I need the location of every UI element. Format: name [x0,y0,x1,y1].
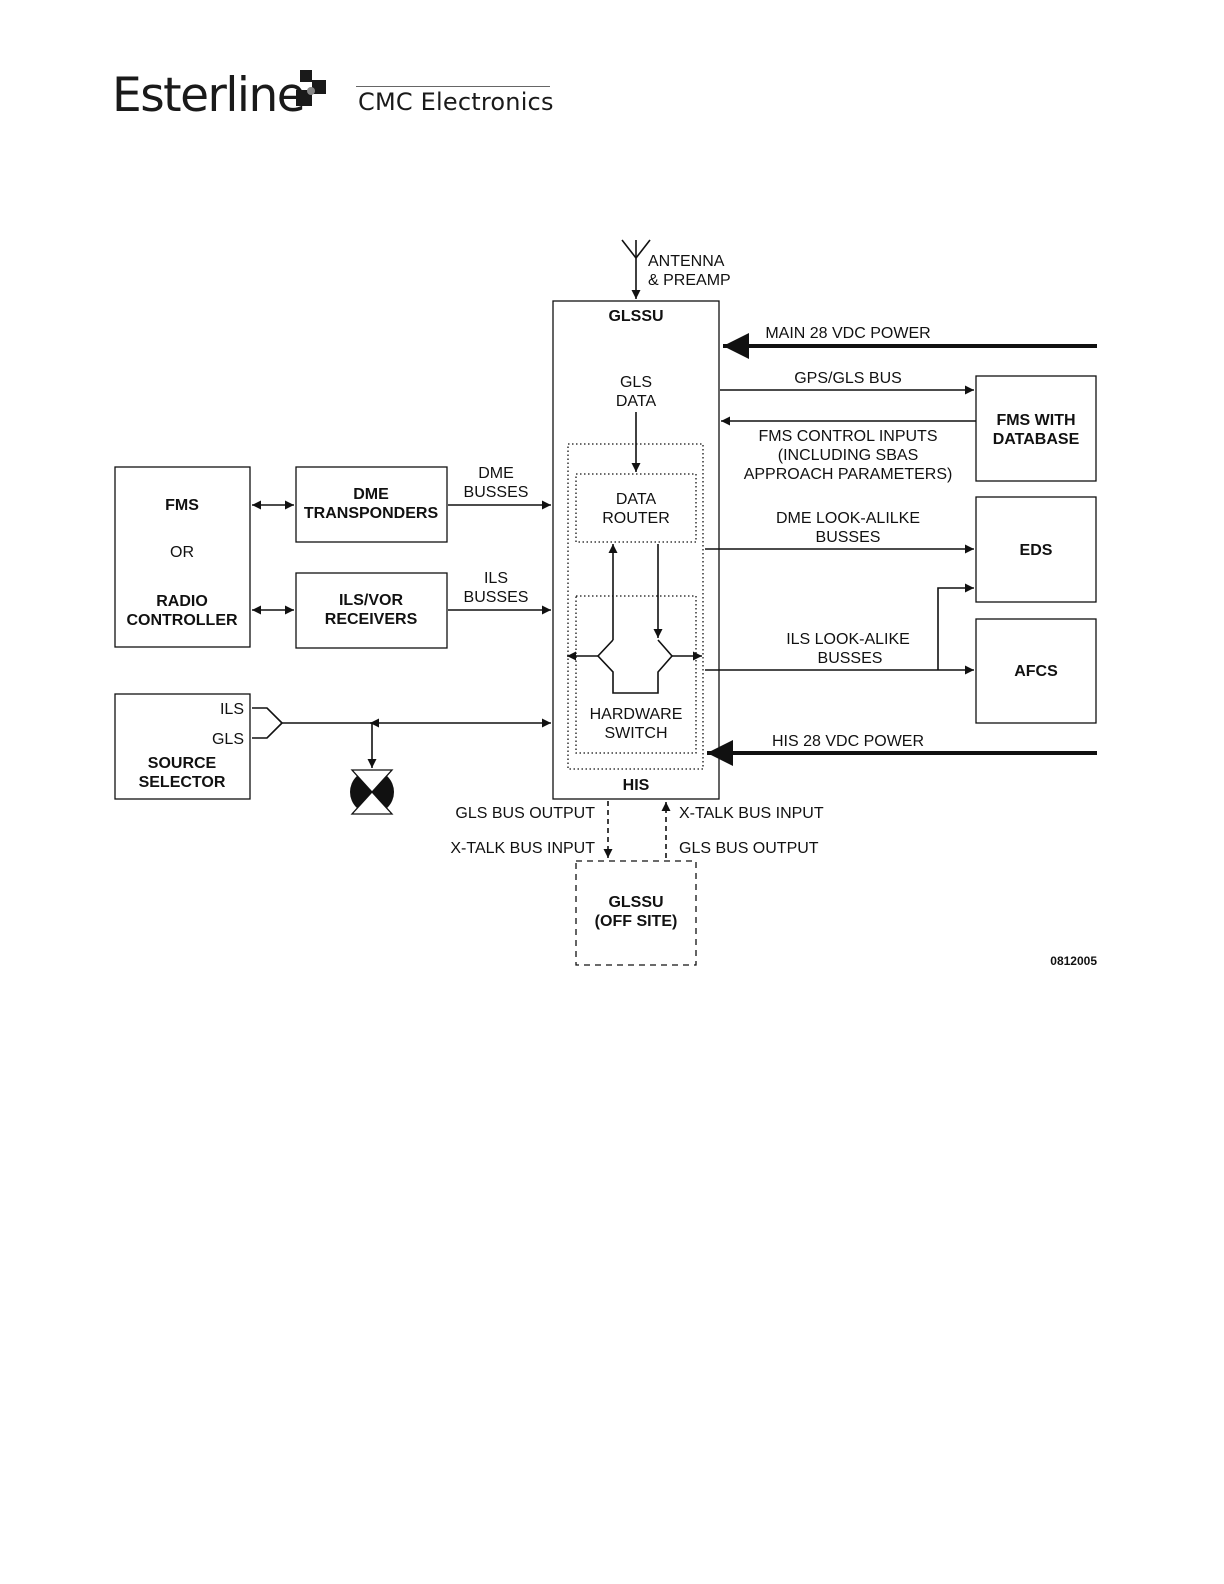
fms-database-box [975,375,1097,482]
esterline-logo: Esterline [112,68,306,123]
glssu-offsite-label-1: GLSSU [608,894,663,911]
antenna-icon [621,239,651,299]
data-router-label-2: ROUTER [602,510,670,527]
dme-transponders-box [295,466,448,543]
eds-label: EDS [1020,542,1053,559]
gls-data-label-2: DATA [616,393,657,410]
hardware-switch-label-1: HARDWARE [590,706,683,723]
antenna-label-2: & PREAMP [648,272,731,289]
source-ils-line [252,707,283,724]
glssu-box [552,300,720,800]
switch-left-path [596,639,674,694]
cmc-electronics-logo: CMC Electronics [358,88,554,116]
main-power-label: MAIN 28 VDC POWER [765,325,930,342]
gls-bus-output-right-label: GLS BUS OUTPUT [679,840,819,857]
fms-radio-controller-box [114,466,251,648]
controller-label: CONTROLLER [126,612,238,629]
ils-vor-label-2: RECEIVERS [325,611,418,628]
source-gls-line [252,722,283,739]
gls-data-label-1: GLS [620,374,652,391]
ils-look-alike-label-2: BUSSES [818,650,883,667]
radio-label: RADIO [156,593,208,610]
annunciator-light-icon [350,769,394,815]
glssu-title: GLSSU [608,308,663,325]
glssu-offsite-box [575,860,697,966]
fms-database-label-2: DATABASE [993,431,1080,448]
gls-bus-output-left-label: GLS BUS OUTPUT [455,805,595,822]
source-ils-label: ILS [220,701,244,718]
data-router-box [575,473,697,543]
ils-look-alike-label-1: ILS LOOK-ALIKE [786,631,910,648]
or-label: OR [170,544,194,561]
ils-busses-label-2: BUSSES [464,589,529,606]
antenna-label-1: ANTENNA [648,253,725,270]
dme-busses-label-2: BUSSES [464,484,529,501]
his-label: HIS [623,777,650,794]
gps-gls-bus-label: GPS/GLS BUS [794,370,902,387]
ils-busses-label-1: ILS [484,570,508,587]
fms-database-label-1: FMS WITH [996,412,1075,429]
ils-vor-label-1: ILS/VOR [339,592,403,609]
hardware-switch-label-2: SWITCH [604,725,667,742]
dme-transponders-label-2: TRANSPONDERS [304,505,439,522]
eds-box [975,496,1097,603]
fms-label: FMS [165,497,199,514]
source-selector-label-2: SELECTOR [139,774,226,791]
source-selector-label-1: SOURCE [148,755,217,772]
source-gls-label: GLS [212,731,244,748]
his-dotted-box [567,443,704,770]
ils-vor-receivers-box [295,572,448,649]
glssu-offsite-label-2: (OFF SITE) [595,913,678,930]
fms-control-inputs-label-1: FMS CONTROL INPUTS [759,428,938,445]
dme-look-alike-label-2: BUSSES [816,529,881,546]
fms-control-inputs-label-3: APPROACH PARAMETERS) [744,466,953,483]
data-router-label-1: DATA [616,491,657,508]
ils-to-eds-branch [937,583,974,670]
figure-number: 0812005 [1050,954,1097,968]
source-selector-box [114,693,251,800]
dme-busses-label-1: DME [478,465,514,482]
afcs-label: AFCS [1014,663,1058,680]
fms-control-inputs-label-2: (INCLUDING SBAS [778,447,918,464]
subbrand-rule [356,86,550,87]
dme-look-alike-label-1: DME LOOK-ALILKE [776,510,920,527]
xtalk-bus-input-right-label: X-TALK BUS INPUT [679,805,824,822]
hardware-switch-box [575,595,697,754]
afcs-box [975,618,1097,724]
xtalk-bus-input-left-label: X-TALK BUS INPUT [450,840,595,857]
dme-transponders-label-1: DME [353,486,389,503]
his-power-label: HIS 28 VDC POWER [772,733,924,750]
esterline-mark-icon [296,70,326,106]
